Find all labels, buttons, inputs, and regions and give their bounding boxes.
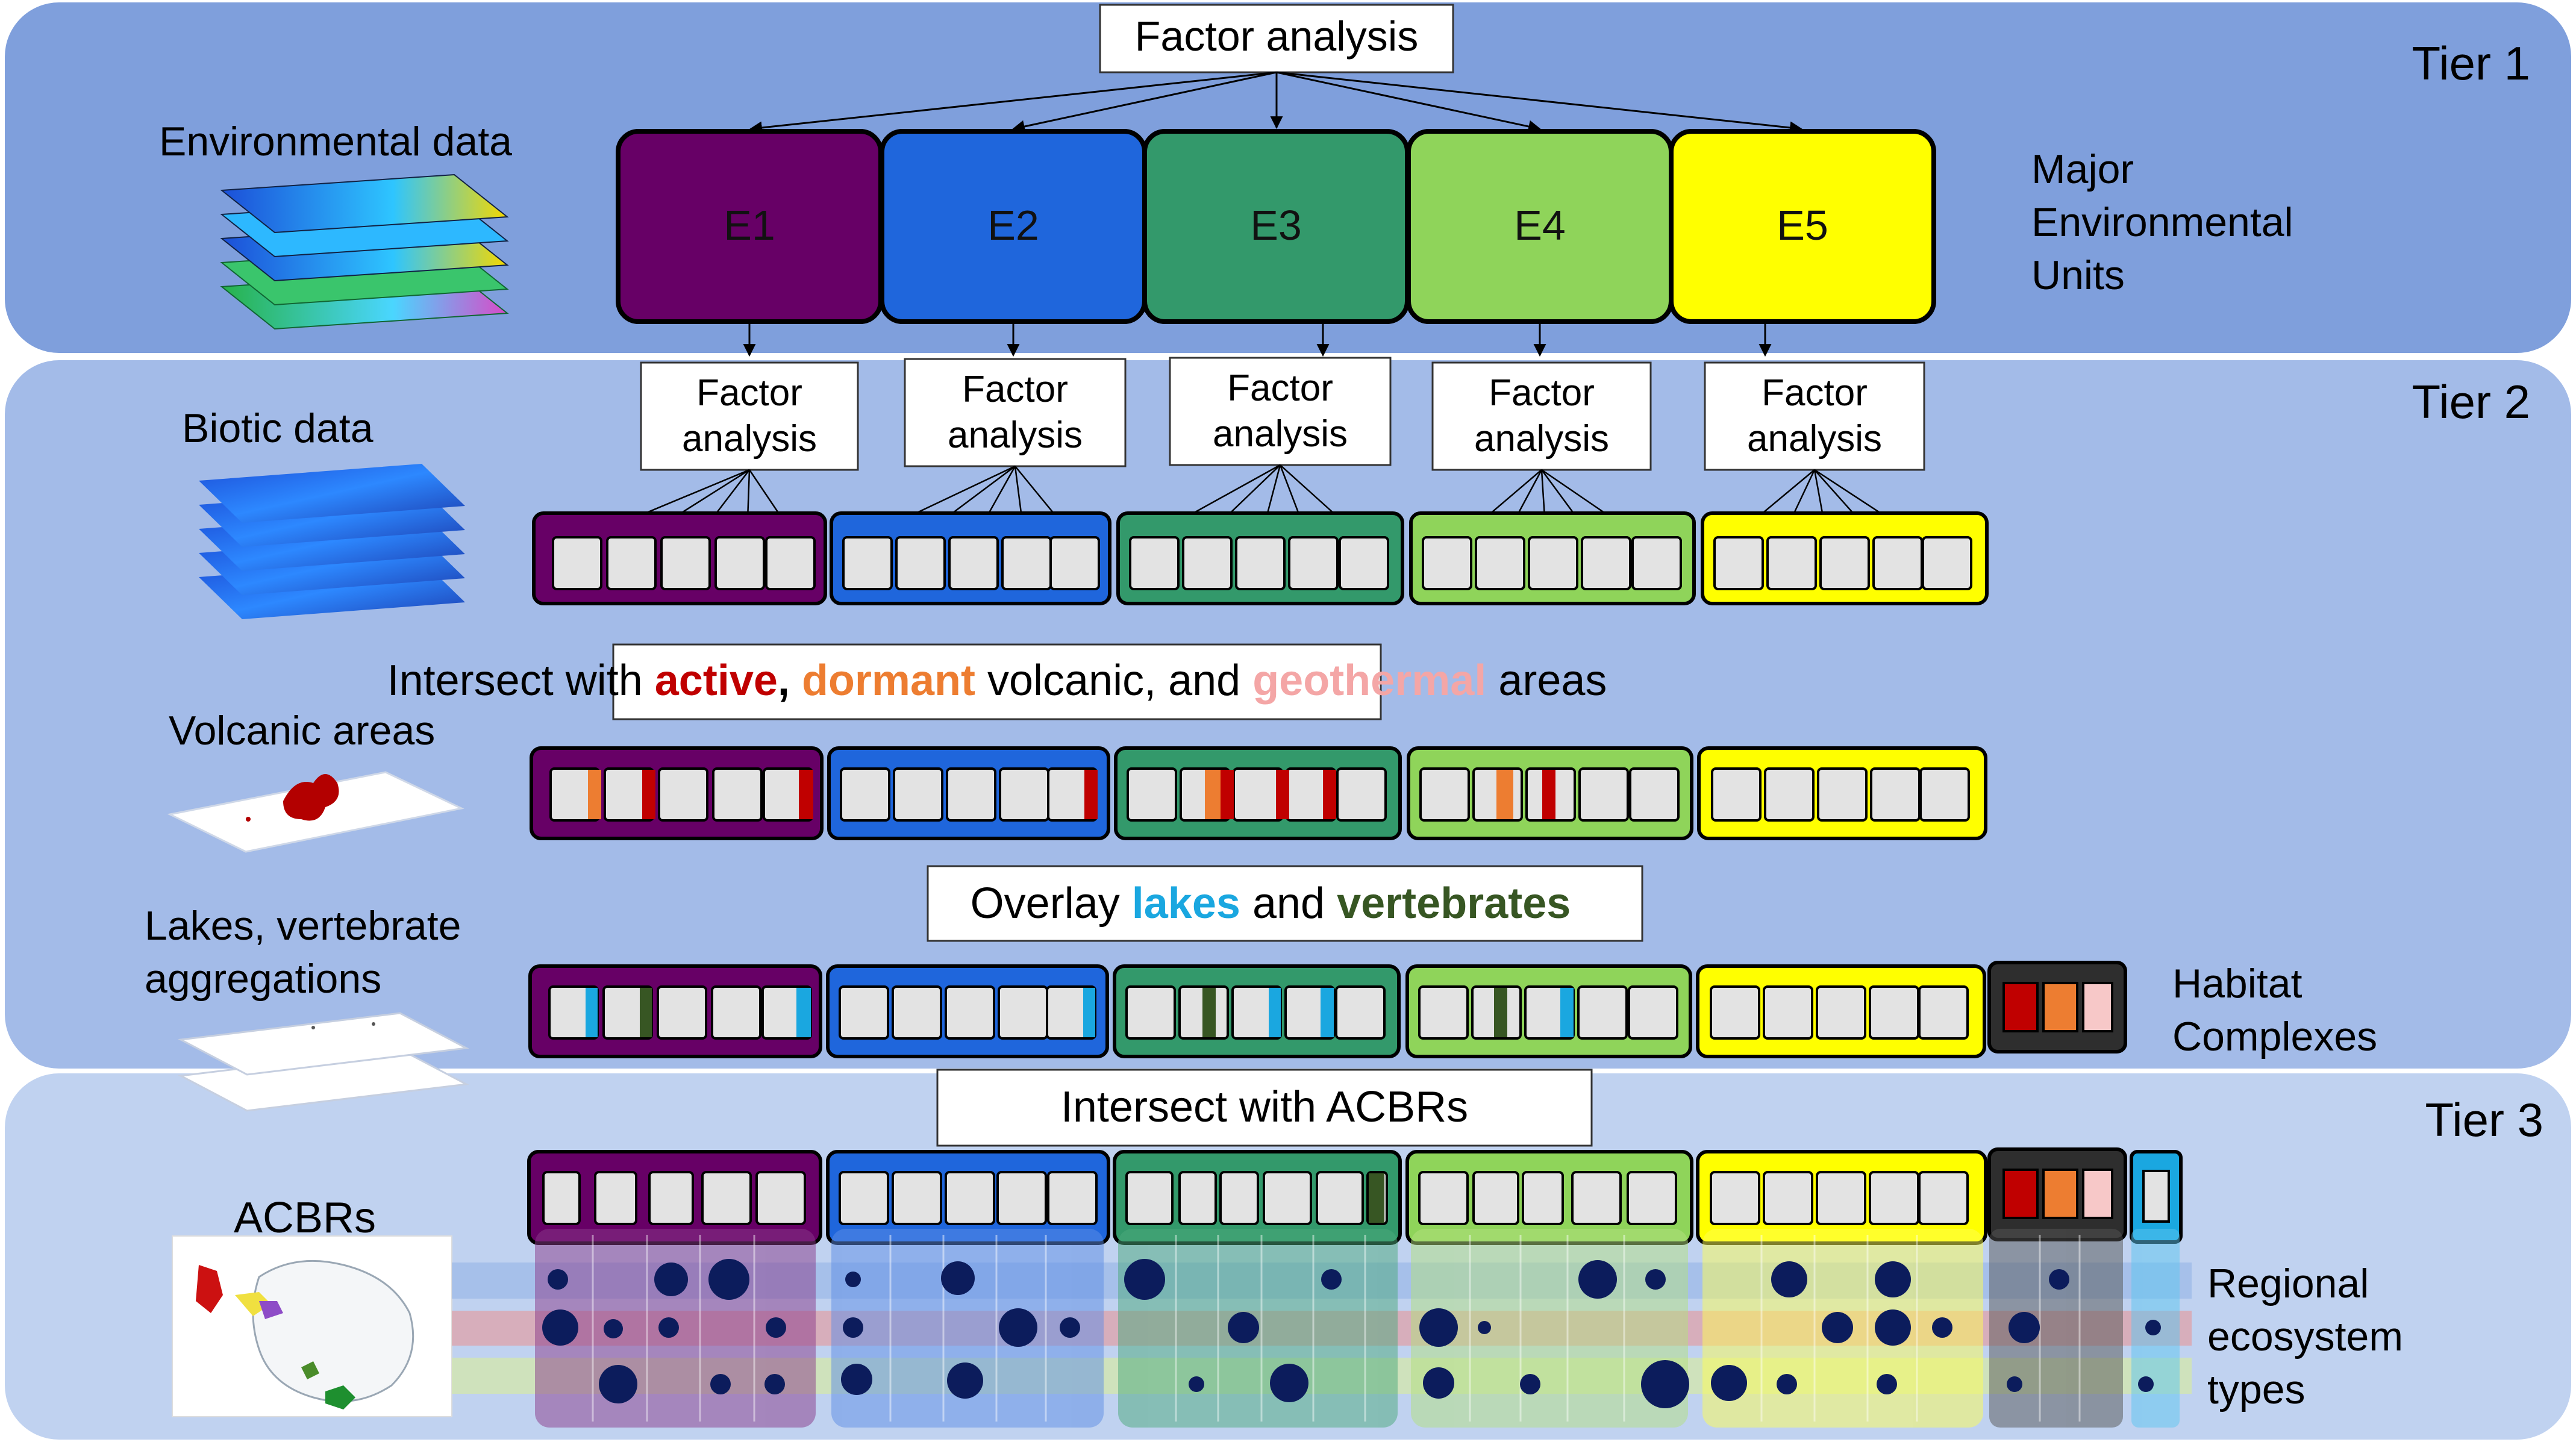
major-environmental-units: E1 E2 E3 E4 E5 bbox=[616, 129, 1936, 324]
vertebrate-stripe bbox=[1202, 988, 1216, 1037]
biotic-data-layers-icon bbox=[199, 464, 465, 619]
environmental-data-layers-icon bbox=[220, 173, 509, 330]
environmental-data-label: Environmental data bbox=[159, 119, 512, 164]
tier1-arrows bbox=[749, 71, 1803, 134]
acbr-map-icon bbox=[172, 1235, 452, 1417]
factor-box-4-line1: Factor bbox=[1489, 372, 1595, 414]
factor-box-4 bbox=[1431, 361, 1652, 471]
acbr-habitat-geothermal-cell bbox=[2082, 1169, 2113, 1219]
habitat-label-line1: Habitat bbox=[2172, 961, 2302, 1007]
intersect-volcanic-text: Intersect with active, dormant volcanic,… bbox=[387, 657, 1607, 705]
factor-box-5-line1: Factor bbox=[1762, 372, 1868, 414]
habitat-dormant-cell bbox=[2042, 982, 2078, 1032]
tier2-label: Tier 2 bbox=[2412, 375, 2531, 428]
volcanic-map-icon bbox=[167, 771, 464, 853]
intersect-acbr-box bbox=[936, 1069, 1593, 1147]
lake-stripe bbox=[1321, 988, 1334, 1037]
biotic-data-label: Biotic data bbox=[182, 405, 374, 451]
intersect-volcanic-box bbox=[612, 643, 1382, 720]
dormant-stripe bbox=[1496, 770, 1513, 819]
vertebrate-stripe bbox=[1369, 1173, 1384, 1223]
tier3-label: Tier 3 bbox=[2425, 1093, 2544, 1146]
factor-box-4-line2: analysis bbox=[1474, 418, 1609, 460]
major-label-line3: Units bbox=[2031, 252, 2125, 298]
habitat-geothermal-cell bbox=[2082, 982, 2113, 1032]
habitat-active-cell bbox=[2002, 982, 2039, 1032]
active-stripe bbox=[799, 770, 813, 819]
major-label-line2: Environmental bbox=[2031, 199, 2293, 245]
acbr-habitat-dormant-cell bbox=[2042, 1169, 2078, 1219]
factor-box-2 bbox=[904, 358, 1127, 467]
volcanic-row bbox=[530, 746, 1987, 840]
lakes-label-line1: Lakes, vertebrate bbox=[145, 903, 461, 949]
regional-label-line3: types bbox=[2207, 1367, 2306, 1412]
factor-box-3-line2: analysis bbox=[1213, 413, 1348, 455]
factor-box-3 bbox=[1169, 357, 1392, 466]
unit-e3-label: E3 bbox=[1250, 202, 1302, 249]
active-stripe bbox=[1084, 770, 1098, 819]
overlay-box bbox=[927, 865, 1643, 942]
active-stripe bbox=[1221, 770, 1234, 819]
factor-box-5-line2: analysis bbox=[1747, 418, 1882, 460]
acbr-label: ACBRs bbox=[234, 1194, 376, 1242]
unit-e5-box bbox=[1669, 129, 1936, 324]
lake-stripe bbox=[1269, 988, 1281, 1037]
vertebrate-stripe bbox=[1494, 988, 1507, 1037]
volcanic-areas-label: Volcanic areas bbox=[169, 708, 435, 754]
vertebrate-stripe bbox=[640, 988, 652, 1037]
factor-box-2-line1: Factor bbox=[962, 369, 1068, 410]
unit-e2-label: E2 bbox=[987, 202, 1039, 249]
active-stripe bbox=[1323, 770, 1336, 819]
acbr-habitat-active-cell bbox=[2002, 1169, 2039, 1219]
acbr-lake-cell bbox=[2142, 1170, 2170, 1223]
regional-ecosystem-dots bbox=[542, 1259, 2161, 1408]
lakes-vertebrate-maps-icon bbox=[178, 1012, 469, 1112]
biotic-row bbox=[532, 511, 1989, 605]
regional-label-line1: Regional bbox=[2207, 1261, 2369, 1306]
factor-box-3-line1: Factor bbox=[1227, 367, 1333, 409]
lake-stripe bbox=[796, 988, 811, 1037]
factor-box-5 bbox=[1704, 361, 1925, 471]
tier1-factor-analysis-box bbox=[1099, 4, 1454, 73]
unit-e1-label: E1 bbox=[724, 202, 775, 249]
major-label-line1: Major bbox=[2031, 146, 2134, 192]
dormant-stripe bbox=[1205, 770, 1221, 819]
acbr-column-dividers bbox=[592, 1235, 2081, 1422]
overlay-text: Overlay lakes and vertebrates bbox=[971, 879, 1571, 928]
lakes-label-line2: aggregations bbox=[145, 956, 381, 1002]
tier1-factor-analysis-text: Factor analysis bbox=[1135, 13, 1419, 60]
factor-box-1-line2: analysis bbox=[682, 418, 817, 460]
regional-label-line2: ecosystem bbox=[2207, 1314, 2403, 1359]
lake-stripe bbox=[586, 988, 598, 1037]
lake-stripe bbox=[1560, 988, 1574, 1037]
dormant-stripe bbox=[588, 770, 601, 819]
lake-stripe bbox=[1083, 988, 1095, 1037]
factor-box-1-line1: Factor bbox=[696, 372, 802, 414]
habitat-label-line2: Complexes bbox=[2172, 1014, 2377, 1060]
active-stripe bbox=[642, 770, 655, 819]
tier1-label: Tier 1 bbox=[2412, 37, 2531, 90]
active-stripe bbox=[1542, 770, 1555, 819]
unit-to-factor-arrows bbox=[743, 324, 1772, 357]
intersect-acbr-text: Intersect with ACBRs bbox=[1061, 1083, 1468, 1131]
active-stripe bbox=[1276, 770, 1289, 819]
unit-e4-label: E4 bbox=[1514, 202, 1566, 249]
factor-box-2-line2: analysis bbox=[948, 414, 1083, 456]
unit-e5-label: E5 bbox=[1777, 202, 1828, 249]
overlay-row bbox=[528, 961, 2127, 1058]
